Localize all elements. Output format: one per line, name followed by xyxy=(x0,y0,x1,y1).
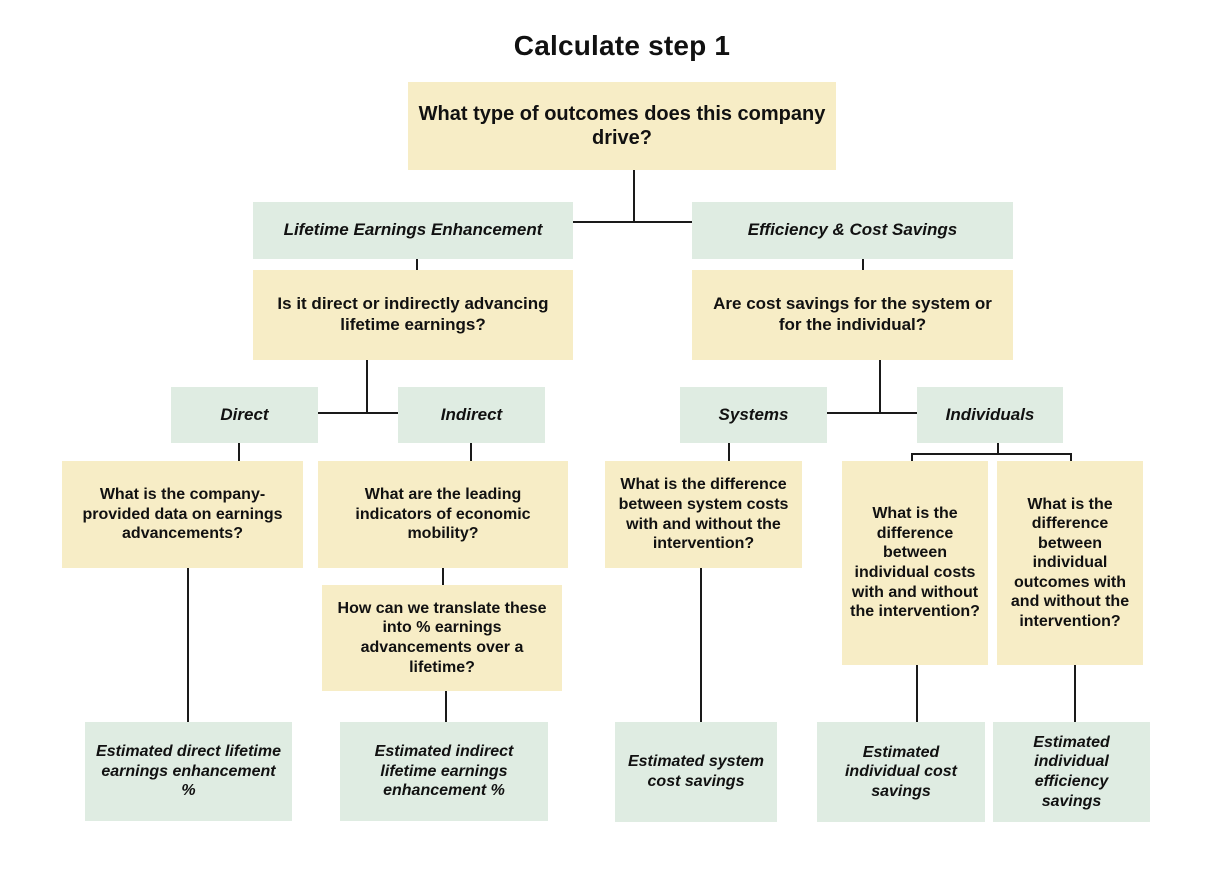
node-systems: Systems xyxy=(680,387,827,443)
node-result-individual-efficiency-savings: Estimated individual efficiency savings xyxy=(993,722,1150,822)
connector-indirect-step2 xyxy=(442,568,444,585)
connector-ecs-label-question xyxy=(862,259,864,270)
node-branch-lifetime-earnings: Lifetime Earnings Enhancement xyxy=(253,202,573,259)
node-branch-efficiency-cost: Efficiency & Cost Savings xyxy=(692,202,1013,259)
node-question-leading-indicators: What are the leading indicators of econo… xyxy=(318,461,568,568)
connector-individuals-stem xyxy=(997,443,999,454)
connector-individuals-bracket xyxy=(911,453,1071,455)
connector-individuals-bracket-left xyxy=(911,453,913,461)
connector-lee-label-question xyxy=(416,259,418,270)
node-question-translate-earnings: How can we translate these into % earnin… xyxy=(322,585,562,691)
node-result-direct-earnings: Estimated direct lifetime earnings enhan… xyxy=(85,722,292,821)
node-result-system-cost-savings: Estimated system cost savings xyxy=(615,722,777,822)
node-question-individual-costs: What is the difference between individua… xyxy=(842,461,988,665)
node-root-question: What type of outcomes does this company … xyxy=(408,82,836,170)
connector-systems-individuals-split xyxy=(827,412,917,414)
connector-individual-outcomes-result xyxy=(1074,665,1076,722)
connector-direct-question xyxy=(238,443,240,461)
node-question-company-data: What is the company-provided data on ear… xyxy=(62,461,303,568)
connector-systems-question xyxy=(728,443,730,461)
node-result-individual-cost-savings: Estimated individual cost savings xyxy=(817,722,985,822)
connector-indirect-question xyxy=(470,443,472,461)
node-question-direct-indirect: Is it direct or indirectly advancing lif… xyxy=(253,270,573,360)
node-question-individual-outcomes: What is the difference between individua… xyxy=(997,461,1143,665)
connector-individuals-bracket-right xyxy=(1070,453,1072,461)
connector-ecs-stem xyxy=(879,360,881,413)
node-question-system-individual: Are cost savings for the system or for t… xyxy=(692,270,1013,360)
connector-direct-indirect-split xyxy=(318,412,398,414)
connector-root-split xyxy=(573,221,692,223)
connector-individual-costs-result xyxy=(916,665,918,722)
node-question-system-costs: What is the difference between system co… xyxy=(605,461,802,568)
connector-indirect-result xyxy=(445,691,447,722)
connector-systems-result xyxy=(700,568,702,722)
connector-direct-result xyxy=(187,568,189,722)
node-indirect: Indirect xyxy=(398,387,545,443)
node-individuals: Individuals xyxy=(917,387,1063,443)
node-direct: Direct xyxy=(171,387,318,443)
node-result-indirect-earnings: Estimated indirect lifetime earnings enh… xyxy=(340,722,548,821)
connector-root-stem xyxy=(633,170,635,222)
page-title: Calculate step 1 xyxy=(513,30,731,61)
connector-lee-stem xyxy=(366,360,368,413)
